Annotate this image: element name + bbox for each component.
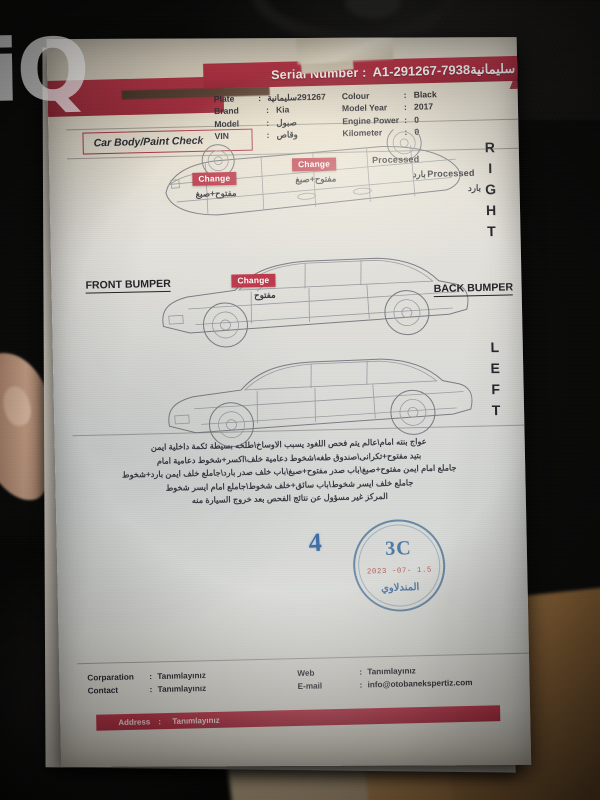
address-sep: : (158, 716, 162, 726)
damage-arabic-note: مفتوح+صبغ (195, 187, 237, 199)
address-band: Address : Tanımlayınız (96, 705, 501, 731)
damage-status-badge: Change (291, 156, 337, 172)
damage-arabic-note: بارد (412, 168, 426, 180)
damage-tag-rear-right-top[interactable]: Processed بارد (427, 163, 481, 195)
footer-key: E-mail (297, 680, 323, 691)
divider-above-footer (77, 652, 529, 665)
info-sep: : (258, 93, 262, 104)
back-bumper-label: BACK BUMPER (433, 281, 514, 298)
damage-tag-rear-left-top[interactable]: Processed بارد (372, 149, 426, 181)
info-sep: : (266, 117, 270, 128)
footer-value: Tanımlayınız (157, 683, 207, 694)
inspection-notes: عواج بنته امام\عالم يتم فحص اللغود يسبب … (83, 434, 496, 510)
info-sep: : (265, 105, 269, 116)
footer-key: Contact (87, 685, 119, 696)
footer-right-column: Web : Tanımlayınız E-mail : info@otobane… (297, 663, 507, 693)
address-value: Tanımlayınız (172, 715, 220, 726)
info-key: Brand (213, 105, 239, 117)
info-value: 291267سليمانية (267, 91, 326, 103)
inspection-report-paper: Serial Number : سليمانية7938-291267-A1 P… (42, 37, 542, 779)
info-key: Plate (213, 93, 235, 105)
damage-arabic-note: مفتوح+صبغ (295, 173, 337, 185)
footer-value: Tanımlayınız (157, 670, 206, 682)
damage-status-badge: Change (192, 171, 237, 186)
serial-number-value: سليمانية7938-291267-A1 (372, 60, 516, 80)
footer-email-value: info@otobanekspertiz.com (367, 677, 473, 689)
inspection-stamp: 3C 2023 -07- 1.5 المندلاوي (351, 518, 448, 613)
report-footer: Corparation : Tanımlayınız Contact : Tan… (87, 663, 507, 697)
damage-tag-front-bumper[interactable]: Change مفتوح (231, 270, 276, 302)
footer-sep: : (359, 667, 363, 677)
info-value: صبول (276, 117, 297, 128)
stamp-name: المندلاوي (380, 581, 420, 595)
report-content: Serial Number : سليمانية7938-291267-A1 P… (47, 37, 532, 767)
info-value: Kia (275, 104, 290, 116)
footer-sep: : (359, 680, 363, 690)
info-value: 0 (414, 114, 420, 125)
info-sep: : (404, 114, 408, 125)
footer-sep: : (149, 684, 153, 694)
info-value: 2017 (413, 101, 434, 113)
damage-status-badge: Processed (371, 154, 420, 166)
footer-columns: Corparation : Tanımlayınız Contact : Tan… (87, 663, 507, 697)
side-view-svg-1 (162, 257, 469, 348)
damage-tag-front-right-top[interactable]: Change مفتوح+صبغ (291, 153, 337, 185)
stamp-date: 2023 -07- 1.5 (366, 566, 433, 577)
damage-arabic-note: بارد (467, 182, 482, 194)
damage-status-badge: Change (231, 273, 276, 288)
footer-sep: : (149, 672, 153, 682)
footer-value: Tanımlayınız (367, 666, 416, 677)
report-page: Serial Number : سليمانية7938-291267-A1 P… (46, 37, 532, 767)
stamp-code: 3C (384, 537, 413, 560)
damage-status-badge: Processed (427, 167, 475, 179)
info-sep: : (403, 89, 407, 100)
info-value: Black (413, 89, 437, 100)
car-diagram-side-view-top (147, 245, 479, 354)
front-bumper-label: FRONT BUMPER (85, 277, 171, 294)
damage-tag-front-left-top[interactable]: Change مفتوح+صبغ (192, 168, 237, 200)
address-key: Address (118, 716, 151, 727)
handwritten-number: 4 (307, 527, 323, 558)
info-sep: : (403, 102, 407, 113)
footer-left-column: Corparation : Tanımlayınız Contact : Tan… (87, 668, 297, 698)
damage-arabic-note: مفتوح (254, 289, 276, 301)
